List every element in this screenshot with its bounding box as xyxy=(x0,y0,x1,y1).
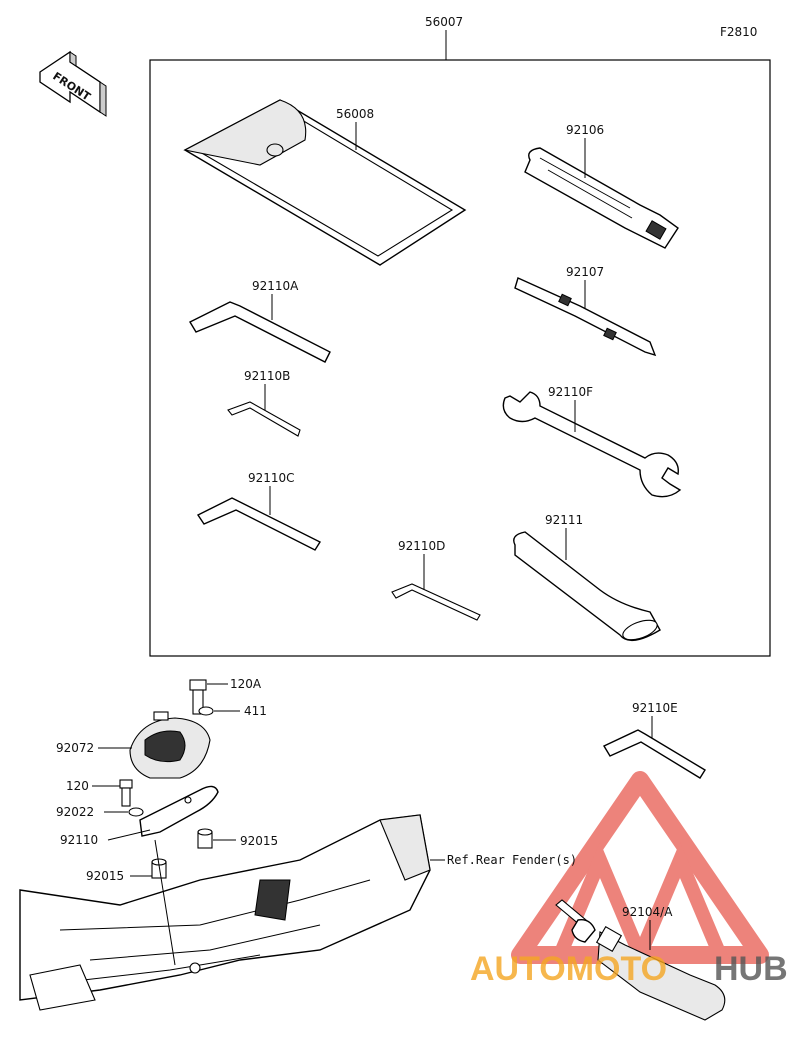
figure-code: F2810 xyxy=(720,25,757,39)
hex-wrench-92110D xyxy=(391,583,481,621)
bracket-92110 xyxy=(139,785,219,837)
label-92110: 92110 xyxy=(60,833,98,847)
label-92015-right: 92015 xyxy=(240,834,278,848)
label-92072: 92072 xyxy=(56,741,94,755)
label-56007: 56007 xyxy=(425,15,463,29)
bolt-120A xyxy=(189,679,207,715)
label-411: 411 xyxy=(244,704,267,718)
tool-pouch-56008 xyxy=(183,99,467,266)
label-92015-left: 92015 xyxy=(86,869,124,883)
front-arrow-badge: FRONT xyxy=(39,50,107,117)
hex-wrench-92110B xyxy=(227,401,301,437)
label-92110C: 92110C xyxy=(248,471,295,485)
label-92110E: 92110E xyxy=(632,701,678,715)
hex-wrench-92110E xyxy=(603,729,706,779)
watermark-text-auto: AUTOMOTO xyxy=(470,950,667,988)
hex-wrench-92110A xyxy=(189,301,331,363)
label-120: 120 xyxy=(66,779,89,793)
hex-wrench-92110C xyxy=(196,497,322,551)
label-92111: 92111 xyxy=(545,513,583,527)
watermark-text-hub: HUB xyxy=(714,950,788,988)
label-92104A: 92104/A xyxy=(622,905,673,919)
rear-fender-assembly xyxy=(19,814,431,1011)
label-92110F: 92110F xyxy=(548,385,593,399)
washer-92022 xyxy=(128,807,144,817)
label-56008: 56008 xyxy=(336,107,374,121)
open-end-wrench-92110F xyxy=(502,391,682,498)
cover-92072 xyxy=(129,711,211,779)
screwdriver-bit-92107 xyxy=(514,277,657,357)
label-92110D: 92110D xyxy=(398,539,445,553)
watermark-text: AUTOMOTO HUB xyxy=(470,950,788,988)
bolt-120 xyxy=(119,779,133,807)
label-92022: 92022 xyxy=(56,805,94,819)
label-120A: 120A xyxy=(230,677,262,691)
label-92110B: 92110B xyxy=(244,369,290,383)
label-92106: 92106 xyxy=(566,123,604,137)
grease-tube-92104A xyxy=(555,899,726,1021)
collar-92015-right xyxy=(197,828,213,849)
tool-kit-frame xyxy=(149,59,771,657)
label-92110A: 92110A xyxy=(252,279,299,293)
label-92107: 92107 xyxy=(566,265,604,279)
watermark-logo xyxy=(511,771,769,964)
washer-411 xyxy=(198,706,214,716)
extension-handle-92111 xyxy=(513,531,661,642)
label-ref-rear-fender: Ref.Rear Fender(s) xyxy=(447,853,577,867)
screwdriver-handle-92106 xyxy=(524,147,679,249)
